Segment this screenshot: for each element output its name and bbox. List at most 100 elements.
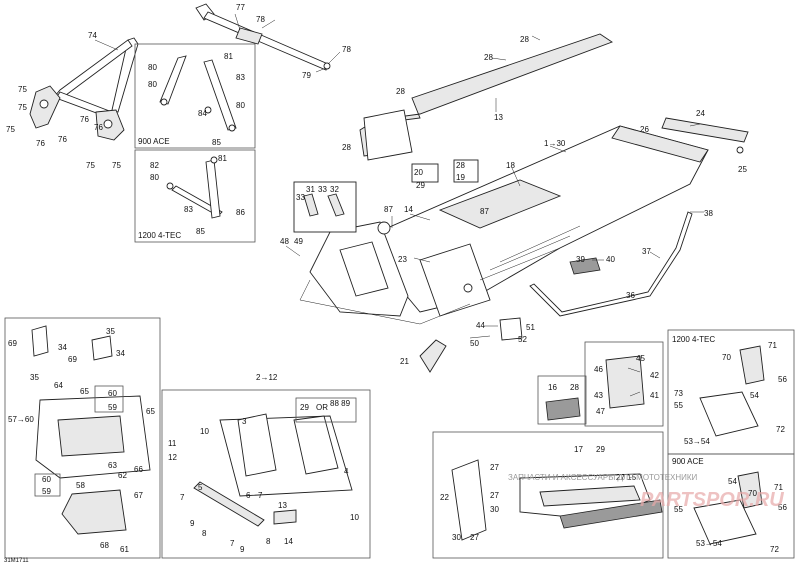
label-28c: 28 bbox=[396, 87, 405, 96]
label-41: 41 bbox=[650, 391, 659, 400]
bracket-box-parts bbox=[605, 355, 645, 409]
label-75d: 75 bbox=[86, 161, 95, 170]
footrest-box bbox=[4, 317, 161, 559]
label-75b: 75 bbox=[18, 103, 27, 112]
label-60a: 60 bbox=[108, 389, 117, 398]
ace-upper-box bbox=[134, 43, 256, 149]
label-49: 49 bbox=[294, 237, 303, 246]
label-80d: 80 bbox=[150, 173, 159, 182]
ace-upper-title: 900 ACE bbox=[138, 137, 170, 146]
label-8b: 8 bbox=[266, 537, 271, 546]
label-27b: 27 bbox=[490, 491, 499, 500]
label-75c: 75 bbox=[6, 125, 15, 134]
label-18: 18 bbox=[506, 161, 515, 170]
label-7c: 7 bbox=[230, 539, 235, 548]
brand-watermark: PARTSPOR.RU bbox=[640, 489, 784, 511]
tec-lower-title: 1200 4-TEC bbox=[672, 335, 715, 344]
label-9b: 9 bbox=[240, 545, 245, 554]
small-parts-group bbox=[411, 159, 479, 183]
label-42: 42 bbox=[650, 371, 659, 380]
label-72a: 72 bbox=[776, 425, 785, 434]
label-33b: 33 bbox=[296, 193, 305, 202]
label-7b: 7 bbox=[180, 493, 185, 502]
label-40: 40 bbox=[606, 255, 615, 264]
label-37: 37 bbox=[642, 247, 651, 256]
label-81a: 81 bbox=[224, 52, 233, 61]
label-5: 5 bbox=[198, 483, 203, 492]
label-29b: 29 bbox=[300, 403, 309, 412]
label-25: 25 bbox=[738, 165, 747, 174]
ace-upper-parts bbox=[159, 55, 237, 132]
label-9a: 9 bbox=[190, 519, 195, 528]
label-10a: 10 bbox=[200, 427, 209, 436]
label-28a: 28 bbox=[520, 35, 529, 44]
running-board bbox=[661, 117, 749, 154]
skid-plate-parts bbox=[193, 397, 357, 527]
label-38: 38 bbox=[704, 209, 713, 218]
diagram-code: 31M1711 bbox=[4, 558, 29, 564]
label-32: 32 bbox=[330, 185, 339, 194]
label-1-30: 1→30 bbox=[544, 139, 566, 148]
label-88-89: 88 89 bbox=[330, 399, 351, 408]
label-66: 66 bbox=[134, 465, 143, 474]
label-60b: 60 bbox=[42, 475, 51, 484]
label-21: 21 bbox=[400, 357, 409, 366]
label-56a: 56 bbox=[778, 375, 787, 384]
label-59b: 59 bbox=[42, 487, 51, 496]
bumper-parts bbox=[451, 459, 663, 541]
label-8a: 8 bbox=[202, 529, 207, 538]
label-62: 62 bbox=[118, 471, 127, 480]
rod-36 bbox=[529, 211, 693, 317]
label-70a: 70 bbox=[722, 353, 731, 362]
label-33a: 33 bbox=[318, 185, 327, 194]
ace-lower-box bbox=[667, 453, 795, 559]
bracket-31-33 bbox=[293, 181, 357, 233]
label-27a: 27 bbox=[490, 463, 499, 472]
bracket-16-box bbox=[537, 375, 587, 425]
label-85b: 85 bbox=[196, 227, 205, 236]
label-17: 17 bbox=[574, 445, 583, 454]
label-55b: 55 bbox=[674, 505, 683, 514]
label-28b: 28 bbox=[484, 53, 493, 62]
label-11: 11 bbox=[168, 439, 177, 448]
label-47: 47 bbox=[596, 407, 605, 416]
bumper-box bbox=[432, 431, 664, 559]
label-83b: 83 bbox=[184, 205, 193, 214]
label-22: 22 bbox=[440, 493, 449, 502]
label-7a: 7 bbox=[258, 491, 263, 500]
label-73: 73 bbox=[674, 389, 683, 398]
label-4: 4 bbox=[344, 467, 349, 476]
label-20: 20 bbox=[414, 168, 423, 177]
label-82: 82 bbox=[150, 161, 159, 170]
label-83a: 83 bbox=[236, 73, 245, 82]
label-16: 16 bbox=[548, 383, 557, 392]
label-53-54a: 53→54 bbox=[684, 437, 710, 446]
label-58: 58 bbox=[76, 481, 85, 490]
ace-lower-title: 900 ACE bbox=[672, 457, 704, 466]
label-87b: 87 bbox=[480, 207, 489, 216]
label-61: 61 bbox=[120, 545, 129, 554]
label-75e: 75 bbox=[112, 161, 121, 170]
label-35a: 35 bbox=[106, 327, 115, 336]
label-75a: 75 bbox=[18, 85, 27, 94]
tec-upper-box bbox=[134, 149, 256, 243]
label-85a: 85 bbox=[212, 138, 221, 147]
label-86: 86 bbox=[236, 208, 245, 217]
label-68: 68 bbox=[100, 541, 109, 550]
label-67: 67 bbox=[134, 491, 143, 500]
label-50: 50 bbox=[470, 339, 479, 348]
bracket-16-parts bbox=[545, 397, 581, 421]
label-87a: 87 bbox=[384, 205, 393, 214]
label-78a: 78 bbox=[256, 15, 265, 24]
label-76c: 76 bbox=[80, 115, 89, 124]
tie-rod-group bbox=[195, 3, 331, 71]
label-2715: 27 15 bbox=[616, 473, 637, 482]
label-46: 46 bbox=[594, 365, 603, 374]
label-2-12: 2→12 bbox=[256, 373, 278, 382]
label-52: 52 bbox=[518, 335, 527, 344]
bracket-51 bbox=[499, 317, 523, 341]
footrest-parts bbox=[31, 325, 151, 535]
label-81b: 81 bbox=[218, 154, 227, 163]
main-chassis bbox=[299, 125, 709, 325]
